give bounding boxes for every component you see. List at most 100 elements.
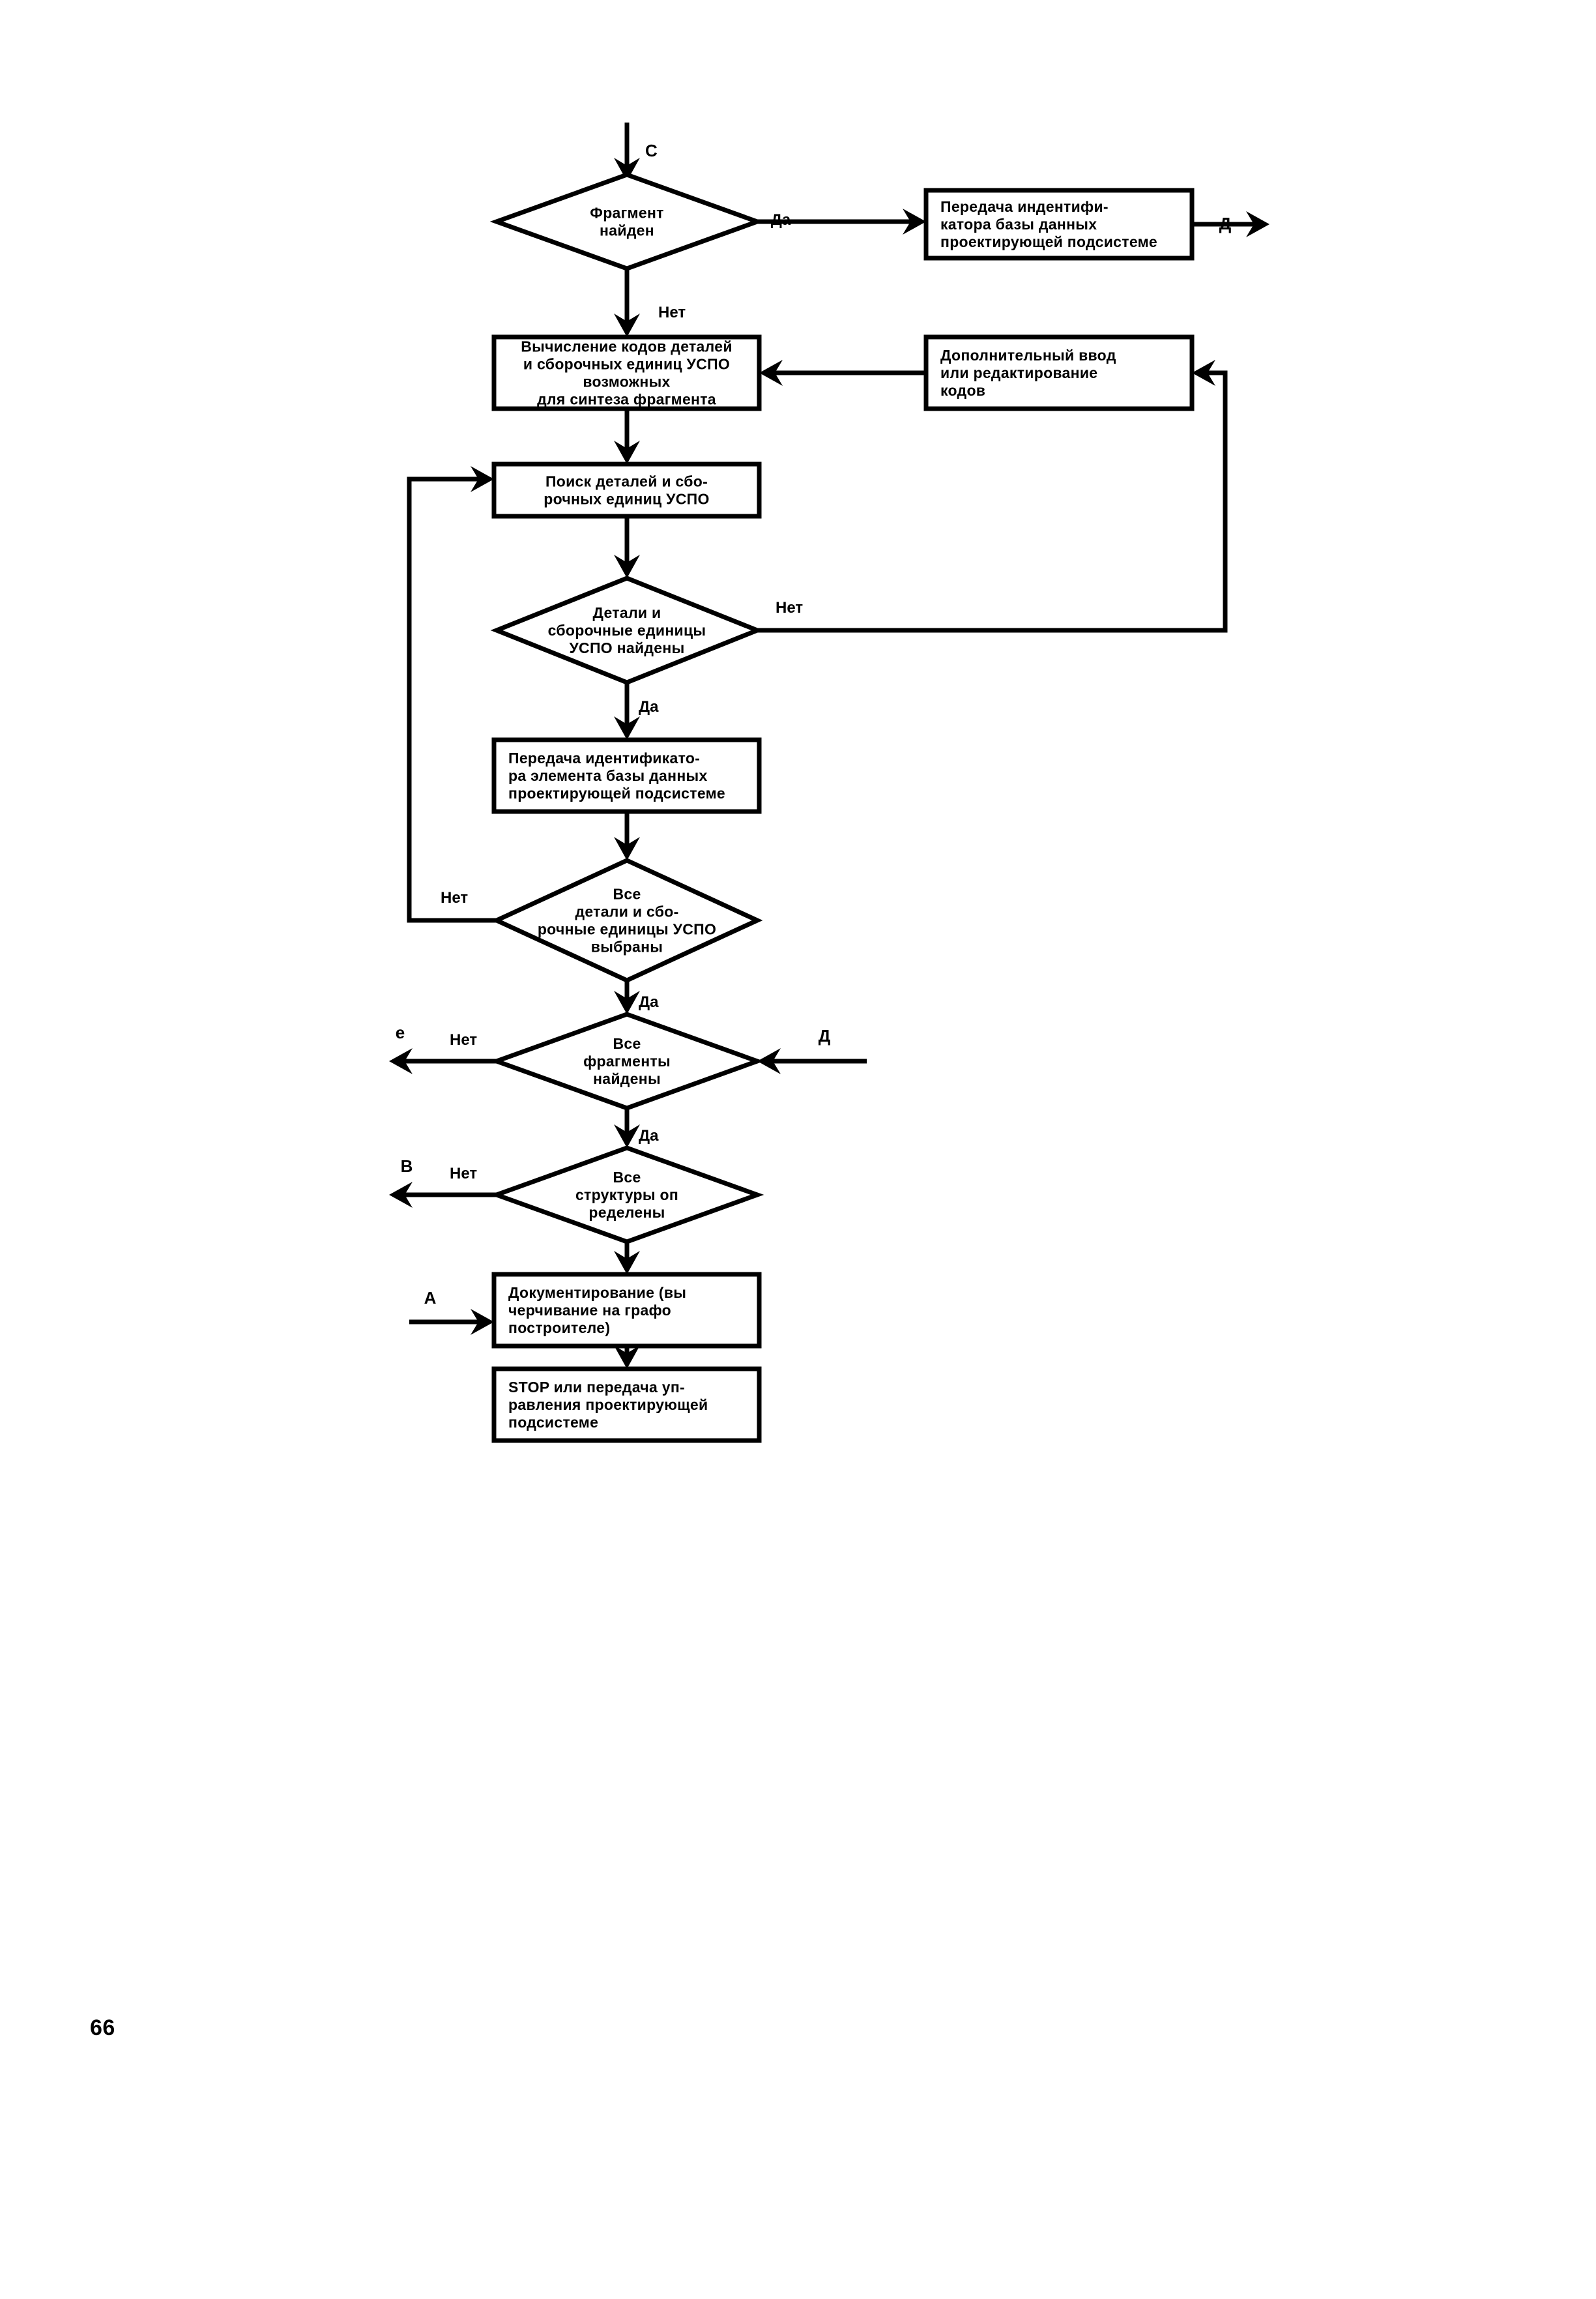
- edge-label: Да: [639, 698, 659, 716]
- flow-node-process: Передача идентификато-ра элемента базы д…: [491, 737, 762, 814]
- arrowhead-d-in: [757, 1048, 781, 1074]
- edge-allparts-no-loop: [407, 476, 497, 923]
- node-text-line: рочных единиц УСПО: [544, 491, 709, 508]
- connector-label: Д: [1219, 214, 1232, 233]
- node-text-line: структуры оп: [575, 1186, 678, 1203]
- decision-diamond: [489, 1012, 764, 1111]
- node-text-line: детали и сбо-: [575, 903, 678, 920]
- node-text-line: фрагменты: [583, 1053, 671, 1070]
- edge-label: Нет: [450, 1165, 477, 1182]
- process-box: [923, 188, 1195, 261]
- node-text-line: Поиск деталей и сбо-: [545, 473, 708, 490]
- arrowhead-fragment-no: [614, 314, 640, 337]
- edge-parts-no-loop: [757, 370, 1228, 633]
- arrowhead-allstructures-to-doc: [614, 1251, 640, 1274]
- edge-label: Нет: [441, 889, 468, 907]
- connector-label: А: [424, 1288, 437, 1308]
- arrowhead-allstructures-no: [389, 1182, 413, 1208]
- arrowhead-additional-to-calc: [759, 360, 783, 386]
- node-text-line: УСПО найдены: [569, 639, 684, 656]
- node-text-line: равления проектирующей: [508, 1396, 708, 1413]
- page-number: 66: [90, 2015, 115, 2040]
- process-box: [491, 461, 762, 519]
- flow-edges: Передача индентификатора --> Д (out) -->…: [389, 123, 1270, 1369]
- node-text-line: построителе): [508, 1319, 610, 1336]
- decision-diamond: [489, 172, 764, 271]
- edge-label: Нет: [450, 1031, 477, 1049]
- node-text-line: для синтеза фрагмента: [537, 391, 716, 408]
- edge-label: Нет: [776, 599, 803, 617]
- process-box: [491, 737, 762, 814]
- node-text-line: возможных: [583, 373, 670, 390]
- node-text-line: и сборочных единиц УСПО: [523, 356, 730, 373]
- arrowhead-allparts-no-loop: [471, 466, 494, 492]
- flow-node-process: Передача индентифи-катора базы данныхпро…: [923, 188, 1195, 261]
- flow-connector-labels: C Де Д В А: [396, 141, 1232, 1308]
- flow-node-process: STOP или передача уп-равления проектирую…: [491, 1366, 762, 1443]
- node-text-line: выбраны: [591, 939, 663, 956]
- node-text-line: найдены: [593, 1070, 661, 1087]
- node-text-line: подсистеме: [508, 1414, 598, 1431]
- connector-label: е: [396, 1023, 405, 1042]
- arrowhead-fragment-yes: [903, 209, 926, 235]
- process-box: [491, 334, 762, 411]
- edge-label: Да: [771, 211, 791, 229]
- node-text-line: Документирование (вы: [508, 1284, 686, 1301]
- arrowhead-doc-to-stop: [614, 1345, 640, 1369]
- arrowhead-entry-c: [614, 158, 640, 181]
- node-text-line: Все: [613, 1169, 641, 1186]
- arrowhead-d-out: [1246, 211, 1270, 237]
- edge-label: Да: [639, 993, 659, 1011]
- arrowhead-allfragments-yes: [614, 1124, 640, 1148]
- flow-node-process: Поиск деталей и сбо-рочных единиц УСПО: [491, 461, 762, 519]
- node-text-line: Фрагмент: [590, 205, 663, 222]
- decision-diamond: [489, 1145, 764, 1244]
- node-text-line: сборочные единицы: [548, 622, 706, 639]
- arrowhead-parts-no-loop: [1192, 360, 1215, 386]
- process-box: [923, 334, 1195, 411]
- node-text-line: STOP или передача уп-: [508, 1379, 685, 1396]
- node-text-line: ра элемента базы данных: [508, 767, 708, 784]
- node-text-line: кодов: [940, 382, 985, 399]
- node-text-line: ределены: [588, 1204, 665, 1221]
- node-text-line: Детали и: [593, 604, 661, 621]
- arrowhead-parts-yes: [614, 716, 640, 740]
- arrowhead-a-in: [471, 1309, 494, 1335]
- connector-label: C: [645, 141, 658, 160]
- node-text-line: или редактирование: [940, 364, 1097, 381]
- node-text-line: Вычисление кодов деталей: [521, 338, 733, 355]
- node-text-line: Все: [613, 886, 641, 903]
- decision-diamond: [490, 576, 764, 685]
- node-text-line: Передача идентификато-: [508, 750, 700, 767]
- arrowhead-search-to-decision: [614, 555, 640, 578]
- node-text-line: Передача индентифи-: [940, 198, 1109, 215]
- decision-diamond: [491, 858, 763, 983]
- node-text-line: найден: [600, 222, 654, 239]
- process-box: [491, 1272, 762, 1349]
- connector-label: Д: [819, 1026, 831, 1046]
- node-text-line: Все: [613, 1035, 641, 1052]
- connector-label: В: [401, 1156, 413, 1176]
- arrowhead-calc-to-search: [614, 441, 640, 464]
- process-box: [491, 1366, 762, 1443]
- node-text-line: проектирующей подсистеме: [508, 785, 725, 802]
- node-text-line: проектирующей подсистеме: [940, 233, 1157, 250]
- arrowhead-element-to-allparts: [614, 837, 640, 860]
- edge-label: Нет: [658, 304, 686, 321]
- edge-label: Да: [639, 1127, 659, 1145]
- arrowhead-allfragments-no: [389, 1048, 413, 1074]
- arrowhead-allparts-yes: [614, 991, 640, 1014]
- node-text-line: катора базы данных: [940, 216, 1097, 233]
- node-text-line: черчивание на графо: [508, 1302, 671, 1319]
